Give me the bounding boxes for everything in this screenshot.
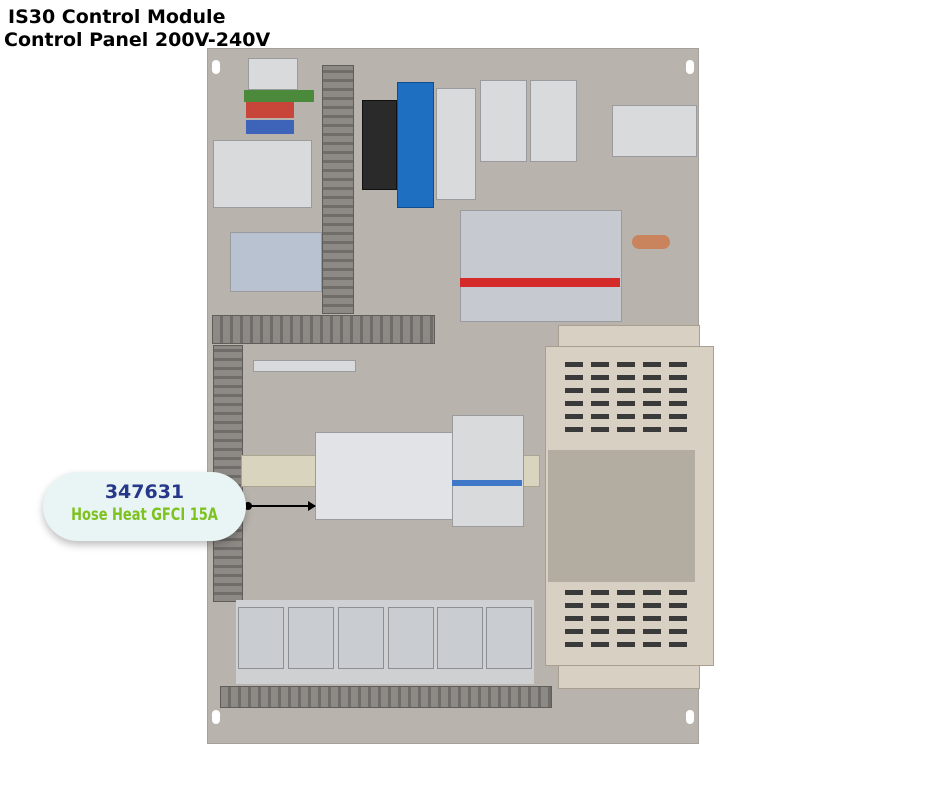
enclosure-center <box>548 450 695 582</box>
solid-state-relay <box>486 607 532 669</box>
solid-state-relay <box>437 607 483 669</box>
breaker-blue-band <box>452 415 524 527</box>
power-supply-black <box>362 100 397 190</box>
enclosure-top-flange <box>558 325 700 347</box>
breaker <box>436 88 476 200</box>
distribution-red-strip <box>460 278 620 287</box>
solid-state-relay <box>338 607 384 669</box>
wire-duct-bottom <box>220 686 552 708</box>
breaker <box>530 80 577 162</box>
callout-dot <box>244 502 252 510</box>
callout-leader-line <box>246 505 315 507</box>
callout-label: 347631 Hose Heat GFCI 15A <box>43 472 246 541</box>
breaker-blue-strip <box>452 480 522 486</box>
vent-grille-bottom <box>565 590 695 647</box>
callout-arrowhead <box>308 501 316 511</box>
relay-base <box>236 600 534 684</box>
wire-duct-vertical <box>322 65 354 314</box>
enclosure-bottom-flange <box>558 665 700 689</box>
distribution-block <box>460 210 622 322</box>
part-number: 347631 <box>104 481 185 503</box>
terminal-strip <box>253 360 356 372</box>
plc-controller <box>213 140 312 208</box>
vent-grille-top <box>565 362 695 432</box>
title-line-2: Control Panel 200V-240V <box>4 29 271 51</box>
title-line-1: IS30 Control Module <box>8 6 226 28</box>
part-description: Hose Heat GFCI 15A <box>71 505 218 525</box>
solid-state-relay <box>388 607 434 669</box>
mount-hole <box>212 60 220 74</box>
terminal-block-red <box>246 102 294 118</box>
terminal-block-green <box>244 90 314 102</box>
terminal-device <box>248 58 298 90</box>
ground-lug <box>632 235 670 249</box>
mount-hole <box>686 60 694 74</box>
wire-duct-horizontal <box>212 315 435 344</box>
io-modules <box>230 232 322 292</box>
fuse-holders <box>612 105 697 157</box>
terminal-block-blue <box>246 120 294 134</box>
power-supply-blue <box>397 82 434 208</box>
breaker <box>480 80 527 162</box>
mount-hole <box>686 710 694 724</box>
gfci-breaker <box>315 432 454 520</box>
solid-state-relay <box>238 607 284 669</box>
mount-hole <box>212 710 220 724</box>
solid-state-relay <box>288 607 334 669</box>
